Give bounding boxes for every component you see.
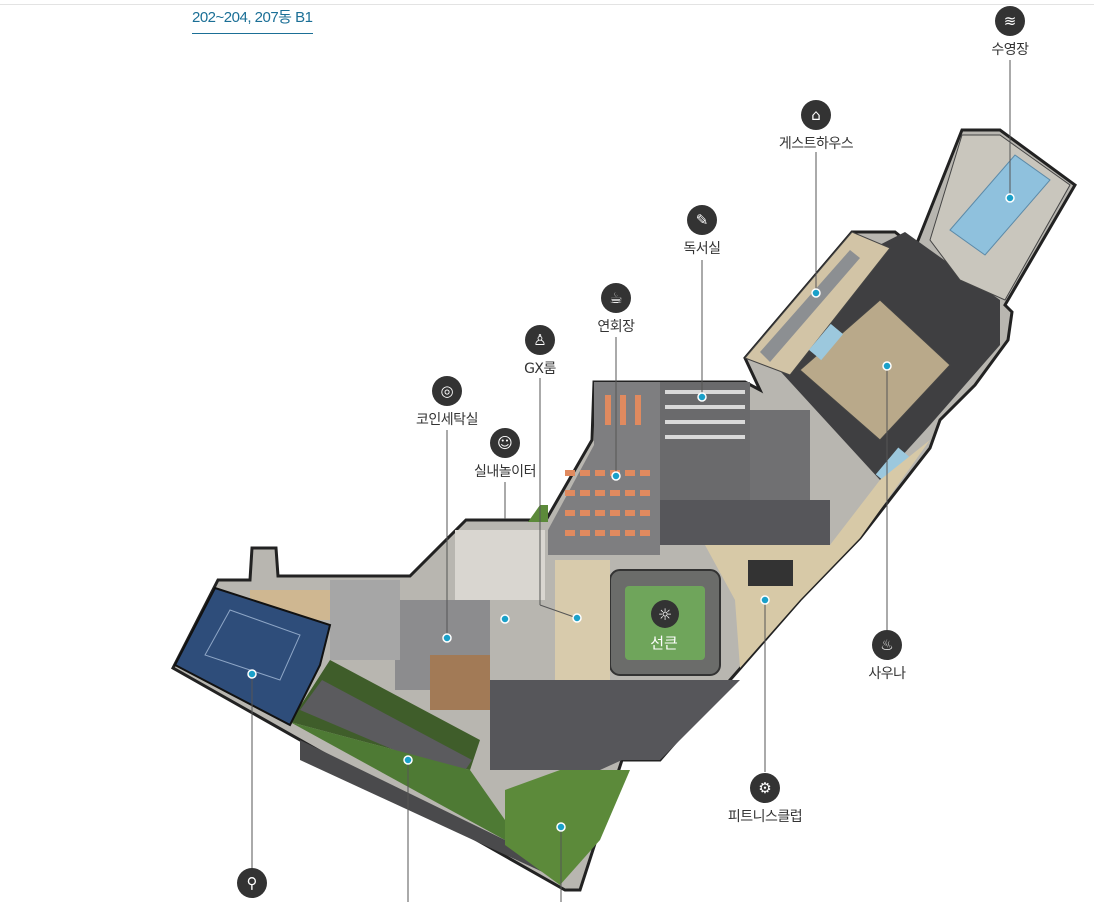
sun-icon: ☼ xyxy=(651,600,679,628)
sauna-pool-2 xyxy=(808,323,844,361)
poi-label: 피트니스클럽 xyxy=(727,809,803,825)
sports-court xyxy=(173,586,332,727)
child-icon: ☺ xyxy=(490,428,520,458)
fitness-equipment xyxy=(748,560,793,586)
pool-water xyxy=(949,154,1051,256)
poi-label: GX룸 xyxy=(524,361,556,377)
poi-label: 사우나 xyxy=(868,666,906,682)
poi-label: 수영장 xyxy=(991,42,1029,58)
poi-coin-laundry[interactable]: ◎ 코인세탁실 xyxy=(377,376,517,429)
poi-banquet-hall[interactable]: ☕ 연회장 xyxy=(546,283,686,336)
fitness-person-icon: ♙ xyxy=(525,325,555,355)
sauna-area xyxy=(799,299,951,441)
poi-label: 실내놀이터 xyxy=(474,464,536,480)
laundry-tables xyxy=(430,655,490,710)
steam-icon: ♨ xyxy=(872,630,902,660)
top-divider xyxy=(0,4,1094,5)
green-strip-lower xyxy=(290,722,505,840)
poi-label: 연회장 xyxy=(597,319,635,335)
guesthouse-rooms xyxy=(760,250,860,362)
dark-block-mid xyxy=(660,500,830,545)
coffee-cup-icon: ☕ xyxy=(601,283,631,313)
poi-pool[interactable]: ≋ 수영장 xyxy=(940,6,1080,59)
poi-fitness-club[interactable]: ⚙ 피트니스클럽 xyxy=(695,773,835,826)
corridor-west xyxy=(330,580,400,660)
lower-corridor-dark xyxy=(300,740,560,880)
study-cubicles xyxy=(750,410,810,500)
banquet-tables xyxy=(565,395,650,536)
play-area xyxy=(455,530,545,600)
garden-blocks xyxy=(505,770,630,885)
reading-room-area xyxy=(660,382,750,502)
parking-strip xyxy=(300,680,472,778)
swimming-icon: ≋ xyxy=(995,6,1025,36)
lounge-central xyxy=(555,560,610,680)
poi-reading-room[interactable]: ✎ 독서실 xyxy=(632,205,772,258)
washing-machine-icon: ◎ xyxy=(432,376,462,406)
location-dots xyxy=(247,193,1015,832)
poi-gx-room[interactable]: ♙ GX룸 xyxy=(470,325,610,378)
poi-label: 코인세탁실 xyxy=(416,412,478,428)
poi-sports-court[interactable]: ⚲ xyxy=(182,868,322,898)
poi-label: 독서실 xyxy=(683,241,721,257)
poi-sauna[interactable]: ♨ 사우나 xyxy=(817,630,957,683)
fitness-club-area xyxy=(705,440,930,668)
green-strip-banquet xyxy=(528,505,548,522)
poi-indoor-playground[interactable]: ☺ 실내놀이터 xyxy=(435,428,575,481)
poi-label: 게스트하우스 xyxy=(778,136,854,152)
bed-icon: ⌂ xyxy=(801,100,831,130)
floor-title: 202~204, 207동 B1 xyxy=(192,6,313,34)
badminton-icon: ⚲ xyxy=(237,868,267,898)
sunken-label: 선큰 xyxy=(650,634,678,652)
lower-service-zone xyxy=(490,680,740,770)
leader-lines xyxy=(251,60,1011,902)
reading-icon: ✎ xyxy=(687,205,717,235)
poi-guesthouse[interactable]: ⌂ 게스트하우스 xyxy=(746,100,886,153)
reading-desks xyxy=(665,390,745,439)
exercise-bike-icon: ⚙ xyxy=(750,773,780,803)
